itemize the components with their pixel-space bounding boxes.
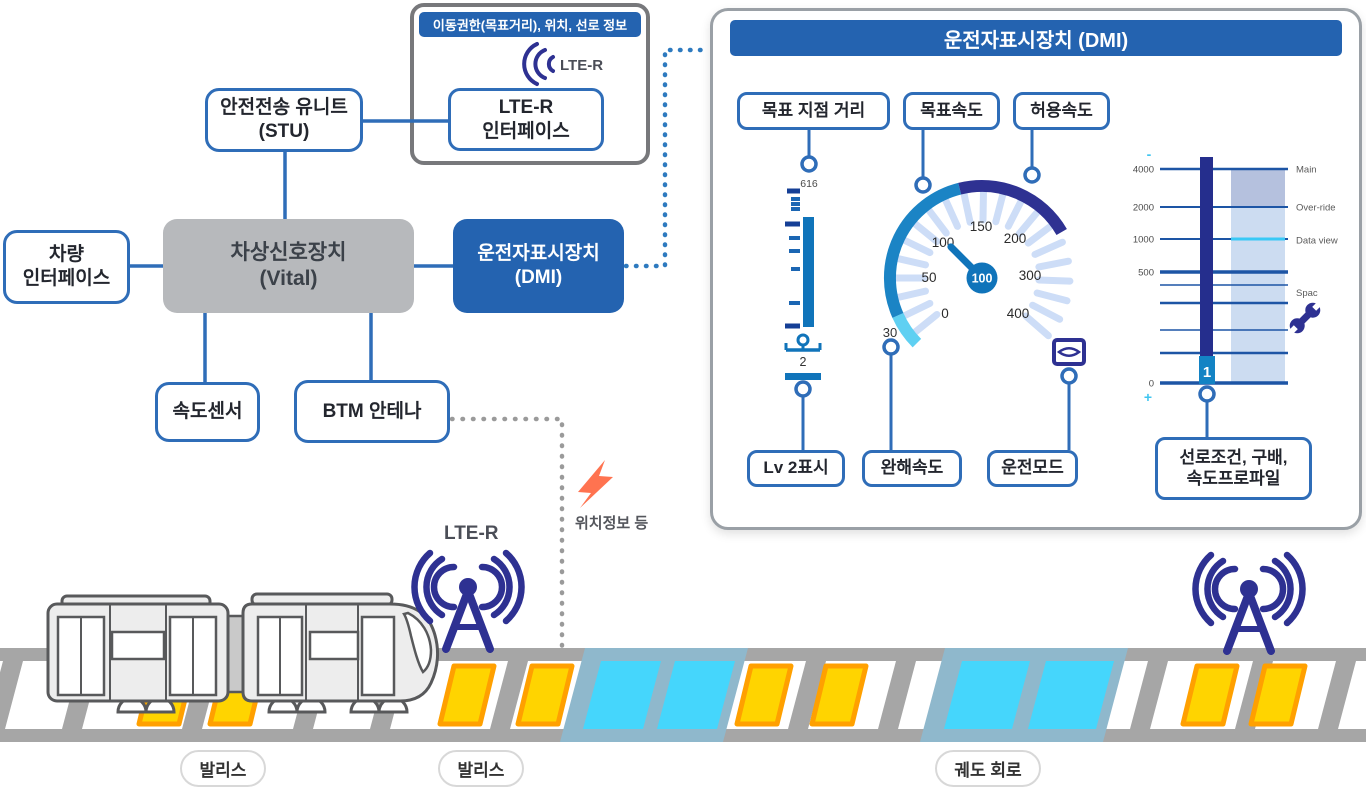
dmi-box: 운전자표시장치 (DMI) xyxy=(453,219,624,313)
track-profile-line2: 속도프로파일 xyxy=(1186,468,1281,488)
train-car-1 xyxy=(46,602,230,703)
lte-interface-box: LTE-R 인터페이스 xyxy=(448,88,604,151)
speed-sensor-box: 속도센서 xyxy=(155,382,260,442)
btm-antenna-box: BTM 안테나 xyxy=(294,380,450,443)
vehicle-interface-line1: 차량 xyxy=(49,244,84,266)
lte-antenna-label: LTE-R xyxy=(444,523,499,544)
dmi-line2: (DMI) xyxy=(514,267,563,288)
vital-box: 차상신호장치 (Vital) xyxy=(163,219,414,313)
lightning-icon xyxy=(578,460,613,508)
stu-line2: (STU) xyxy=(258,121,310,142)
btm-antenna-label: BTM 안테나 xyxy=(322,400,422,422)
balise-pill-2-label: 발리스 xyxy=(457,761,505,780)
dmi-line1: 운전자표시장치 xyxy=(477,243,600,265)
drive-mode-tag: 운전모드 xyxy=(987,450,1078,487)
train xyxy=(46,592,440,714)
sleepers xyxy=(0,661,1356,729)
drive-mode-label: 운전모드 xyxy=(1001,458,1064,478)
lte-antenna-icon-2 xyxy=(1192,551,1306,655)
vehicle-interface-box: 차량 인터페이스 xyxy=(3,230,130,304)
release-speed-label: 완해속도 xyxy=(880,458,944,478)
track-circuit-section-1 xyxy=(560,648,748,742)
mobility-authority-banner: 이동권한(목표거리), 위치, 선로 정보 xyxy=(419,12,641,37)
track-circuit-pill-label: 궤도 회로 xyxy=(954,761,1022,780)
rail-bottom xyxy=(0,729,1366,742)
btm-dashed-connector xyxy=(449,416,565,658)
track-profile-line1: 선로조건, 구배, xyxy=(1179,448,1288,468)
speed-sensor-label: 속도센서 xyxy=(172,401,243,423)
train-windshield xyxy=(402,611,433,674)
stu-box: 안전전송 유니트 (STU) xyxy=(205,88,363,152)
dmi-panel-header: 운전자표시장치 (DMI) xyxy=(730,20,1342,56)
mobility-authority-text: 이동권한(목표거리), 위치, 선로 정보 xyxy=(432,18,628,33)
target-distance-label: 목표 지점 거리 xyxy=(761,100,866,120)
lv2-tag: Lv 2표시 xyxy=(747,450,845,487)
vehicle-interface-line2: 인터페이스 xyxy=(22,268,111,289)
rail-top xyxy=(0,648,1366,661)
target-speed-label: 목표속도 xyxy=(920,100,983,120)
balise-pill-2: 발리스 xyxy=(438,750,524,787)
dmi-panel-title: 운전자표시장치 (DMI) xyxy=(943,29,1129,52)
stu-line1: 안전전송 유니트 xyxy=(220,97,348,119)
train-wheels xyxy=(116,696,409,714)
balise-pill-1: 발리스 xyxy=(180,750,266,787)
balise-pill-1-label: 발리스 xyxy=(199,761,247,780)
vital-line1: 차상신호장치 xyxy=(230,240,347,264)
release-speed-tag: 완해속도 xyxy=(862,450,962,487)
track xyxy=(0,648,1366,742)
target-speed-tag: 목표속도 xyxy=(903,92,1000,130)
target-distance-tag: 목표 지점 거리 xyxy=(737,92,890,130)
lv2-label: Lv 2표시 xyxy=(763,458,829,478)
permitted-speed-tag: 허용속도 xyxy=(1013,92,1110,130)
train-car-2 xyxy=(241,602,440,703)
lte-antenna-icon-1 xyxy=(411,549,525,653)
lte-interface-line2: 인터페이스 xyxy=(482,120,570,142)
lte-interface-line1: LTE-R xyxy=(498,96,554,118)
track-profile-tag: 선로조건, 구배, 속도프로파일 xyxy=(1155,437,1312,500)
vital-line2: (Vital) xyxy=(259,267,318,290)
position-info-label: 위치정보 등 xyxy=(575,514,648,532)
balises xyxy=(136,663,1308,727)
permitted-speed-label: 허용속도 xyxy=(1030,100,1093,120)
track-circuit-section-2 xyxy=(920,648,1128,742)
track-circuit-pill: 궤도 회로 xyxy=(935,750,1041,787)
